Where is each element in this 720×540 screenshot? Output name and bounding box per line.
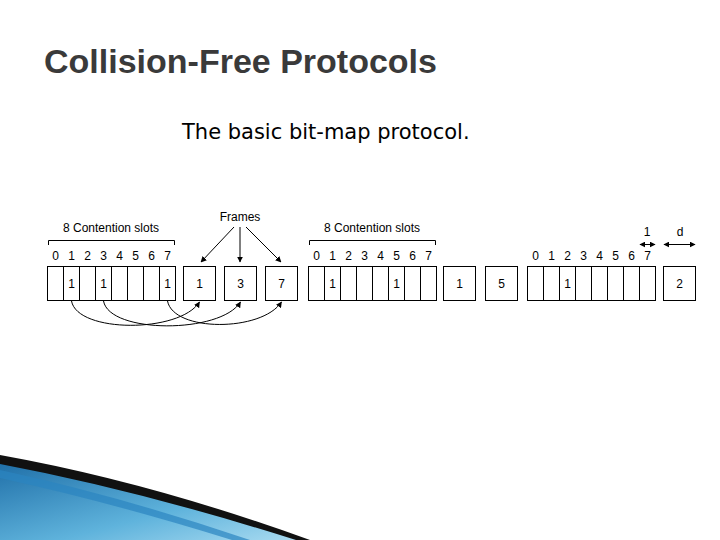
slot-strips (48, 267, 656, 301)
slot-number: 6 (628, 250, 635, 263)
slot-number: 5 (393, 250, 400, 263)
box-text: 1 (456, 277, 463, 291)
slot-bit: 1 (63, 266, 80, 301)
slot-number: 0 (52, 250, 59, 263)
box-text: 1 (68, 277, 75, 291)
box-text: 1 (564, 277, 571, 291)
box-text: 5 (498, 277, 505, 291)
slot-number: 7 (644, 250, 651, 263)
slot-number: 2 (345, 250, 352, 263)
slot-bit: 1 (324, 266, 341, 301)
swoosh-stripe (0, 455, 310, 540)
slot-brackets (49, 241, 436, 246)
slot-number: 4 (116, 250, 123, 263)
slot-number: 1 (68, 250, 75, 263)
slot-number: 4 (596, 250, 603, 263)
slot-bit: 1 (388, 266, 405, 301)
box-text: 1 (100, 277, 107, 291)
box-text: 1 (393, 277, 400, 291)
group-label: 8 Contention slots (324, 222, 420, 235)
slot-number: 5 (132, 250, 139, 263)
slot-number: 4 (377, 250, 384, 263)
bit-to-frame-arrow (104, 301, 241, 326)
box-text: 2 (676, 277, 683, 291)
slot-number: 7 (164, 250, 171, 263)
slot-number: 0 (532, 250, 539, 263)
frame-box: 1 (443, 266, 476, 301)
frames-leaders (201, 227, 281, 262)
slot-number: 6 (409, 250, 416, 263)
bit-to-frame-arrow (168, 301, 282, 324)
slide-subtitle: The basic bit-map protocol. (182, 120, 470, 144)
slot-number: 3 (580, 250, 587, 263)
dimension-label: 1 (644, 226, 651, 239)
frame-box: 7 (265, 266, 298, 301)
bit-to-frame-arrow (72, 301, 200, 325)
box-text: 3 (237, 277, 244, 291)
frames-label: Frames (220, 211, 261, 224)
frame-box: 5 (485, 266, 518, 301)
frame-box: 1 (183, 266, 216, 301)
slot-bit: 1 (559, 266, 576, 301)
box-text: 1 (164, 277, 171, 291)
slot-number: 1 (548, 250, 555, 263)
slide-title: Collision-Free Protocols (44, 42, 437, 81)
box-text: 1 (196, 277, 203, 291)
swoosh (0, 462, 300, 540)
slot-number: 1 (329, 250, 336, 263)
frame-box: 3 (224, 266, 257, 301)
slot-bit: 1 (159, 266, 176, 301)
slot-number: 2 (84, 250, 91, 263)
swoosh-band (0, 470, 250, 540)
box-text: 1 (329, 277, 336, 291)
slot-number: 0 (313, 250, 320, 263)
slot-number: 6 (148, 250, 155, 263)
box-text: 7 (278, 277, 285, 291)
frame-box: 2 (663, 266, 696, 301)
group-label: 8 Contention slots (63, 222, 159, 235)
dimension-arrows (640, 244, 695, 245)
slot-number: 3 (361, 250, 368, 263)
slot-number: 3 (100, 250, 107, 263)
slot-number: 7 (425, 250, 432, 263)
slot-number: 2 (564, 250, 571, 263)
slot-number: 5 (612, 250, 619, 263)
slot-bit: 1 (95, 266, 112, 301)
dimension-label: d (677, 226, 684, 239)
